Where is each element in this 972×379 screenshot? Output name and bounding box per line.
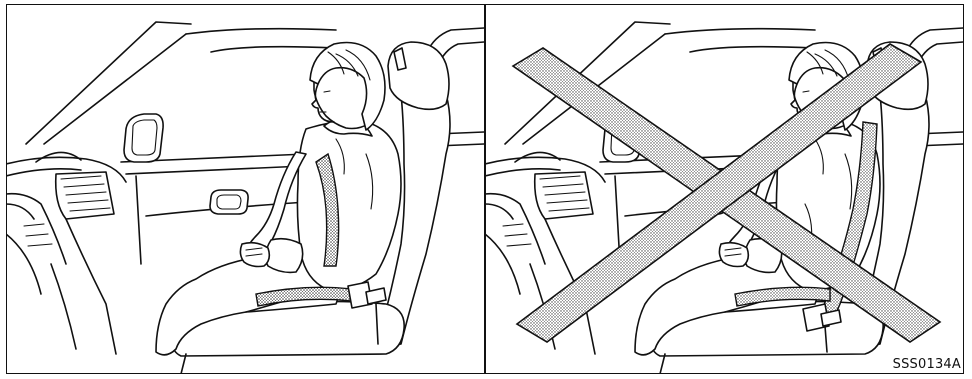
- figure-border: [6, 4, 964, 374]
- figure-code-label: SSS0134A: [892, 357, 962, 372]
